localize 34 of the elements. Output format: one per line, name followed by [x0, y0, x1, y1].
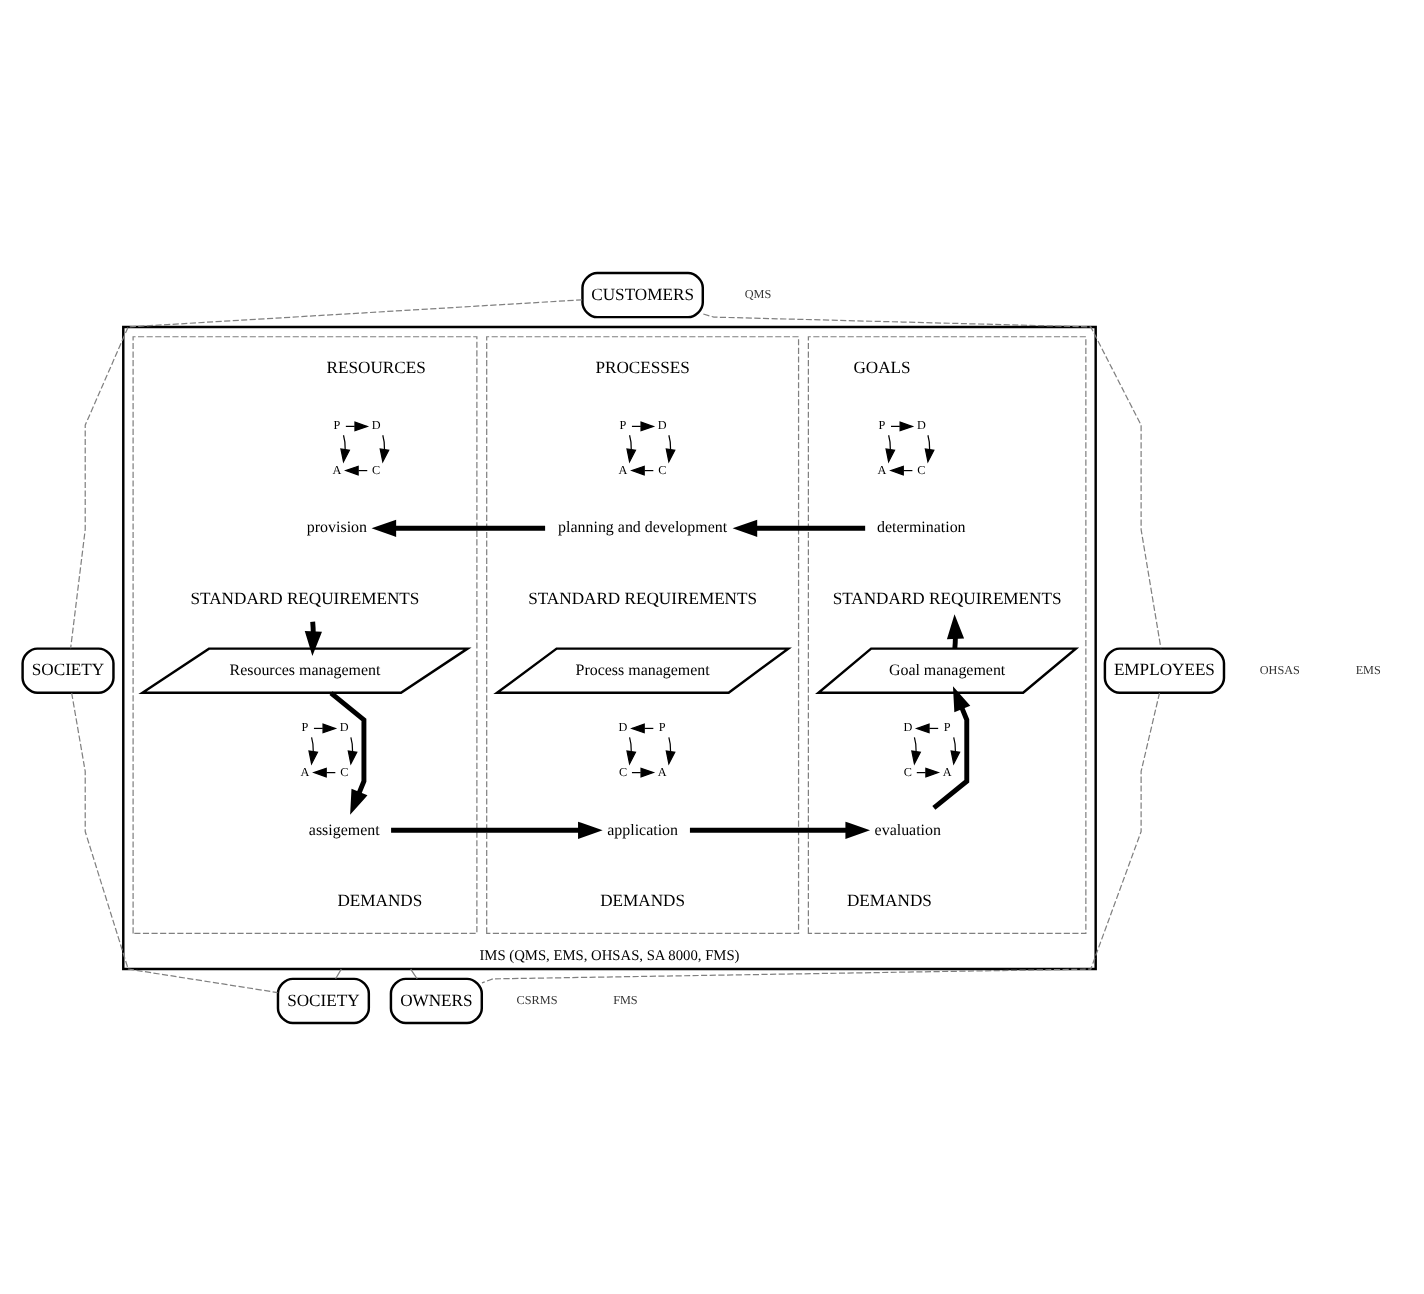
connector	[335, 967, 342, 979]
arrow	[347, 735, 358, 765]
arrow	[626, 433, 637, 463]
node-text: DEMANDS	[337, 889, 423, 910]
node-box: EMPLOYEES	[1103, 646, 1226, 694]
connector	[410, 967, 418, 979]
node-text: STANDARD REQUIREMENTS	[832, 587, 1062, 608]
arrow	[911, 735, 922, 765]
connector	[71, 691, 279, 993]
node-text: STANDARD REQUIREMENTS	[190, 587, 420, 608]
node-box: SOCIETY	[276, 976, 371, 1024]
connector	[70, 298, 583, 648]
arrow	[689, 820, 871, 838]
node-text: DEMANDS	[600, 889, 686, 910]
node-box: SOCIETY	[21, 646, 115, 694]
arrow	[932, 685, 971, 809]
node-box: CUSTOMERS	[581, 270, 704, 318]
arrow	[924, 433, 935, 463]
arrow	[665, 433, 676, 463]
arrow	[885, 433, 896, 463]
arrow	[732, 518, 866, 536]
node-text: DEMANDS	[846, 889, 932, 910]
arrow	[950, 735, 961, 765]
arrow	[329, 690, 368, 814]
arrow	[665, 735, 676, 765]
node-text: STANDARD REQUIREMENTS	[528, 587, 758, 608]
arrow	[371, 518, 546, 536]
arrow	[626, 735, 637, 765]
arrow	[391, 820, 603, 838]
arrow	[340, 433, 351, 463]
connector	[481, 691, 1161, 983]
arrow	[308, 735, 319, 765]
node-box: OWNERS	[389, 976, 484, 1024]
arrow	[379, 433, 390, 463]
